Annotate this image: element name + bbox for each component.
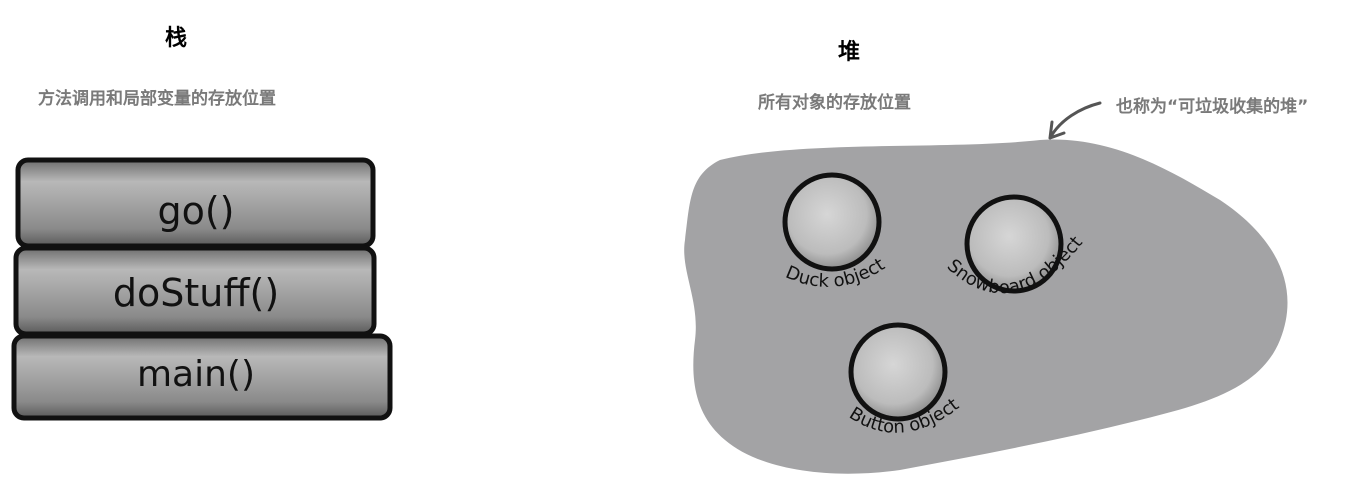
stack-frame-label: main() [137,354,255,395]
heap-title: 堆 [838,40,861,65]
stack-frame-main: main() [11,333,393,421]
stack-frame-label: doStuff() [113,271,279,315]
note-arrow-icon [1048,101,1102,140]
heap-note: 也称为“可垃圾收集的堆” [1116,97,1309,117]
heap-object-snowboard: Snowboard object [943,194,1087,298]
stack-frame-dostuff: doStuff() [13,245,377,337]
heap-area [684,139,1288,474]
stack-frames: go() doStuff() main() [11,157,393,421]
heap-subtitle: 所有对象的存放位置 [758,93,911,113]
stack-frame-label: go() [157,189,234,233]
heap-object-button: Button object [846,322,963,438]
stack-frame-go: go() [15,157,376,249]
stack-title: 栈 [165,26,188,51]
stack-subtitle: 方法调用和局部变量的存放位置 [38,89,276,109]
